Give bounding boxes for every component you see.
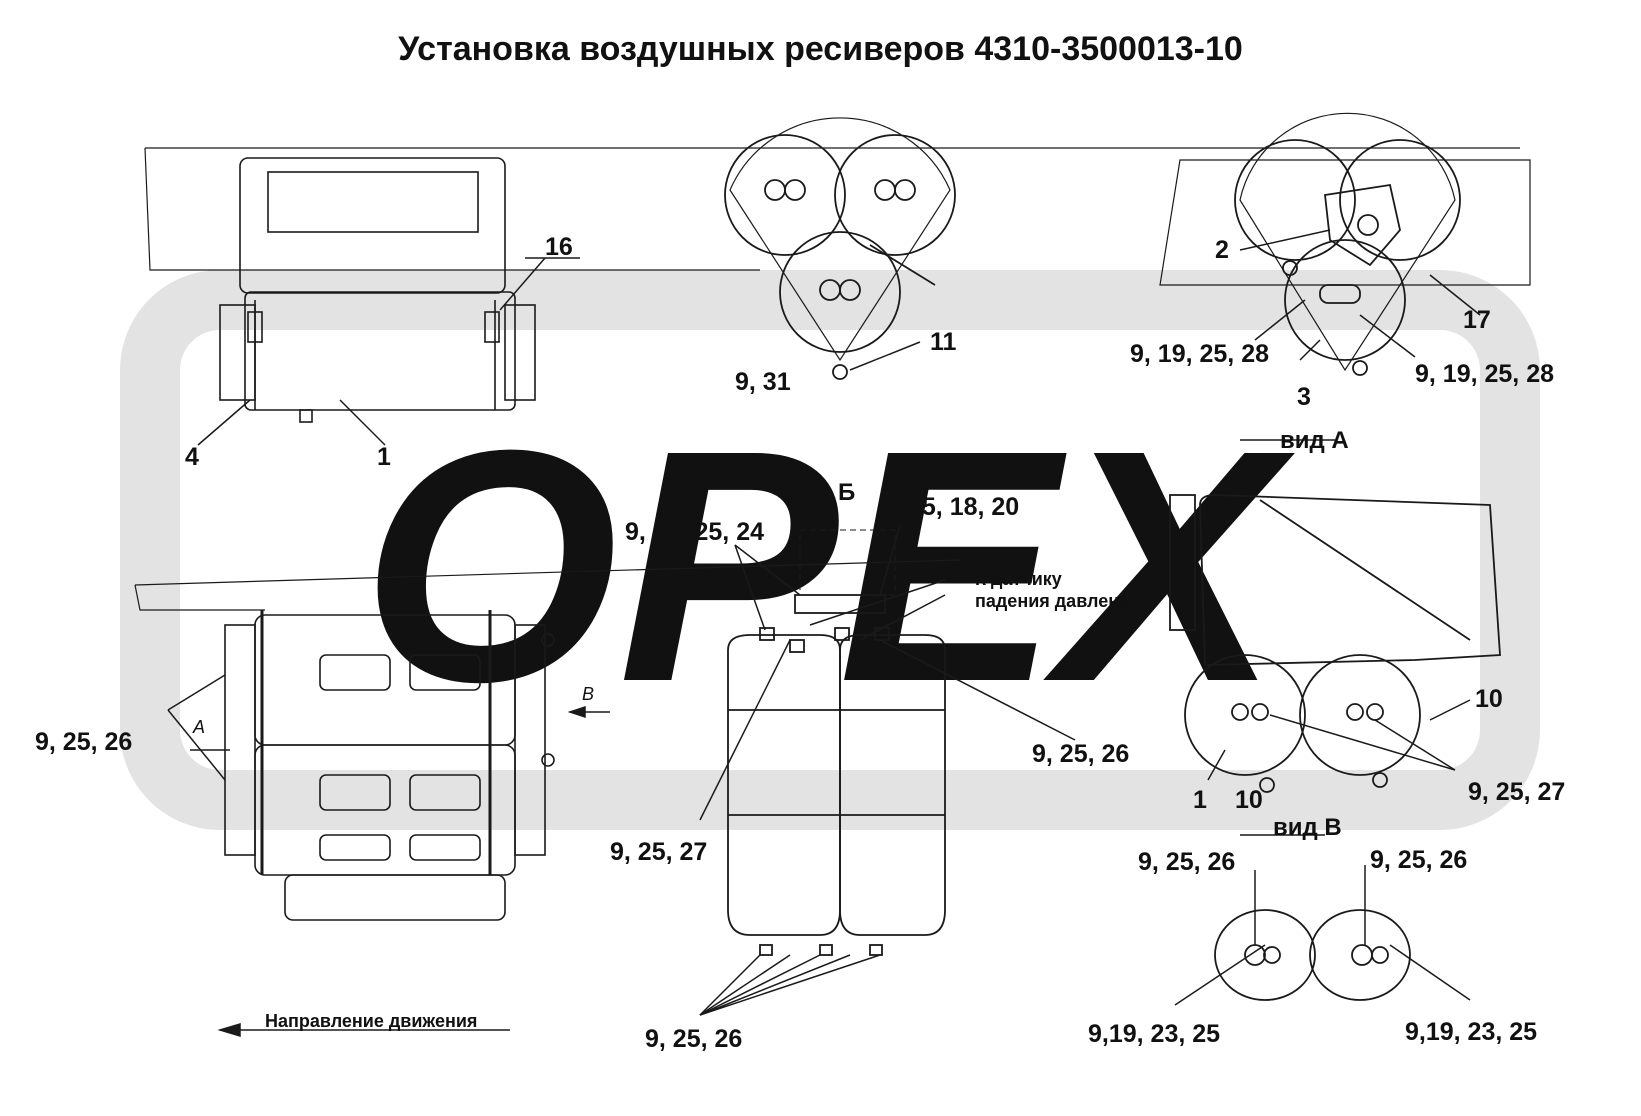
callout-15-18-20: 15, 18, 20 — [908, 493, 1019, 521]
arrow-b-label: В — [582, 684, 594, 704]
top-right-end-view — [1159, 112, 1531, 376]
callout-17: 17 — [1463, 306, 1491, 334]
callout-11: 11 — [930, 328, 957, 356]
top-left-side-view — [144, 147, 1520, 423]
section-b-label: Б — [838, 479, 855, 506]
callout-2: 2 — [1215, 236, 1229, 264]
callout-9-25-27-right: 9, 25, 27 — [1468, 778, 1565, 806]
callout-9-19-23-25-right: 9,19, 23, 25 — [1405, 1018, 1537, 1046]
view-b-drawing — [1214, 909, 1411, 1001]
callout-9-25-26-vb-left: 9, 25, 26 — [1138, 848, 1235, 876]
callout-3: 3 — [1297, 383, 1311, 411]
callout-9-19-23-25-left: 9,19, 23, 25 — [1088, 1020, 1220, 1048]
callout-9-19-25-28-left: 9, 19, 25, 28 — [1130, 340, 1269, 368]
callout-4: 4 — [185, 443, 199, 471]
leader-lines — [167, 229, 1481, 1038]
callout-9-25-27-mid: 9, 25, 27 — [610, 838, 707, 866]
arrow-a-label: А — [192, 717, 205, 737]
view-a-label: вид А — [1280, 427, 1349, 454]
callout-9-19-25-24: 9, 19, 25, 24 — [625, 518, 764, 546]
callout-16: 16 — [545, 233, 573, 261]
sensor-note-line2: падения давления — [975, 591, 1141, 611]
top-middle-end-view — [724, 117, 956, 380]
callout-9-19-25-28-right: 9, 19, 25, 28 — [1415, 360, 1554, 388]
callout-9-31: 9, 31 — [735, 368, 791, 396]
middle-left-top-view — [134, 559, 961, 921]
callout-9-25-26-left: 9, 25, 26 — [35, 728, 132, 756]
drawing-title: Установка воздушных ресиверов 4310-35000… — [398, 30, 1243, 68]
callout-1-top: 1 — [377, 443, 391, 471]
callout-9-25-26-mid: 9, 25, 26 — [1032, 740, 1129, 768]
view-a-drawing — [1169, 494, 1501, 793]
callout-labels: 16 4 1 11 9, 31 2 17 9, 19, 25, 28 9, 19… — [35, 233, 1565, 1053]
middle-front-view — [727, 529, 946, 956]
callout-10-bottom: 10 — [1235, 786, 1263, 814]
callout-10-right: 10 — [1475, 685, 1503, 713]
direction-label: Направление движения — [265, 1011, 477, 1031]
sensor-note-line1: К датчику — [975, 569, 1062, 589]
callout-9-25-26-bottom: 9, 25, 26 — [645, 1025, 742, 1053]
callout-1-right: 1 — [1193, 786, 1207, 814]
view-b-label: вид В — [1273, 814, 1342, 841]
callout-9-25-26-vb-right: 9, 25, 26 — [1370, 846, 1467, 874]
watermark-text: ОРЕХ — [361, 381, 1295, 750]
